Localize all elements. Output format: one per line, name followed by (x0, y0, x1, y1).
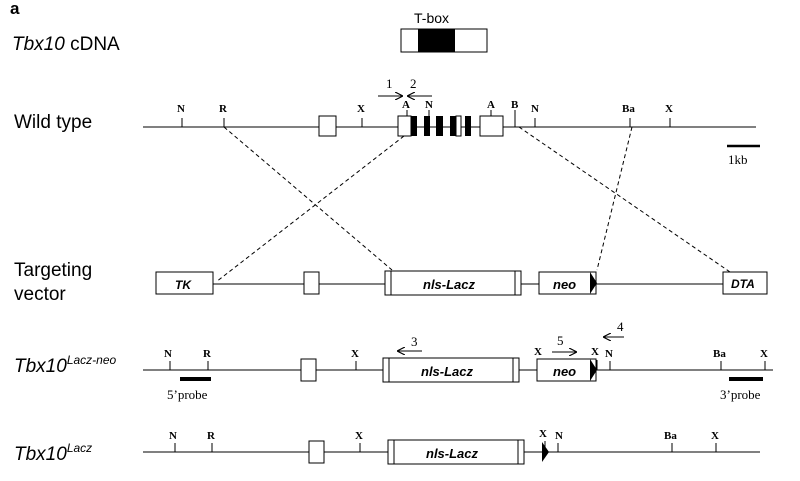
wild-type-label: Wild type (14, 112, 92, 133)
tbox-domain (418, 29, 455, 52)
site-label: X (760, 348, 768, 360)
lacz-sites: N R X X N Ba X (169, 428, 719, 442)
primer-2-label: 2 (410, 76, 417, 91)
wild-type-locus (143, 110, 756, 137)
lacz-neo-superscript: Lacz-neo (67, 353, 117, 367)
site-label: B (511, 99, 519, 111)
exon (465, 116, 471, 136)
exon (411, 116, 417, 136)
site-label: N (531, 103, 539, 115)
site-label: R (219, 103, 228, 115)
exon (303, 271, 320, 295)
primer-4-label: 4 (617, 319, 624, 334)
homology-lines (215, 126, 731, 283)
cdna-bar (400, 28, 488, 53)
dta-label: DTA (731, 277, 755, 291)
primer-1-label: 1 (386, 76, 393, 91)
scale-bar-label: 1kb (728, 152, 748, 167)
exon (450, 116, 456, 136)
5-prime-probe-bar (180, 377, 211, 381)
tk-label: TK (175, 278, 192, 292)
loxp-site (590, 359, 597, 381)
lacz-box (387, 439, 525, 465)
cdna-label: Tbx10 cDNA (12, 34, 120, 55)
lacz-box (384, 270, 522, 296)
lacz-neo-sites: N R X X X N Ba X (164, 346, 768, 360)
lacz-label: nls-Lacz (421, 364, 474, 379)
primer-3-label: 3 (411, 334, 418, 349)
targeting-vector-construct: TK nls-Lacz neo DTA (155, 270, 768, 296)
lacz-allele-label: Tbx10Lacz (14, 441, 92, 465)
site-label: N (164, 348, 172, 360)
lacz-label: nls-Lacz (423, 277, 476, 292)
lacz-box (382, 357, 520, 383)
loxp-site (542, 442, 549, 462)
exon (318, 115, 337, 137)
site-label: X (591, 346, 599, 358)
targeting-vector-label-1: Targeting (14, 260, 92, 281)
exon (397, 115, 412, 137)
site-label: X (539, 428, 547, 440)
5-prime-probe-label: 5’probe (167, 387, 208, 402)
exon (424, 116, 430, 136)
wild-type-sites: N R X A N A B N Ba X (177, 99, 673, 115)
neo-label: neo (553, 364, 576, 379)
site-label: X (534, 346, 542, 358)
site-label: N (169, 430, 177, 442)
exon (455, 115, 462, 137)
3-prime-probe-bar (729, 377, 763, 381)
site-label: X (357, 103, 365, 115)
cdna-suffix: cDNA (65, 34, 120, 55)
site-label: X (355, 430, 363, 442)
lacz-label: nls-Lacz (426, 446, 479, 461)
site-label: X (711, 430, 719, 442)
lacz-neo-allele-label: Tbx10Lacz-neo (14, 353, 117, 377)
site-label: A (402, 99, 410, 111)
exon (479, 115, 504, 137)
lacz-gene-name: Tbx10 (14, 444, 67, 465)
exon (436, 116, 443, 136)
dta-box (722, 271, 768, 295)
site-label: N (177, 103, 185, 115)
site-label: N (605, 348, 613, 360)
site-label: Ba (664, 430, 677, 442)
exon (308, 440, 325, 464)
site-label: N (425, 99, 433, 111)
lacz-locus: nls-Lacz (143, 439, 760, 465)
site-label: A (487, 99, 495, 111)
lacz-neo-locus: nls-Lacz neo (143, 357, 773, 383)
3-prime-probe-label: 3’probe (720, 387, 761, 402)
loxp-site (590, 272, 597, 294)
site-label: Ba (713, 348, 726, 360)
tbox-label: T-box (414, 10, 449, 26)
lacz-neo-gene-name: Tbx10 (14, 356, 67, 377)
primer-5-label: 5 (557, 333, 564, 348)
targeting-vector-label-2: vector (14, 284, 66, 305)
lacz-superscript: Lacz (67, 441, 92, 455)
site-label: X (351, 348, 359, 360)
neo-label: neo (553, 277, 576, 292)
cdna-gene-name: Tbx10 (12, 34, 65, 55)
exon (300, 358, 317, 382)
site-label: Ba (622, 103, 635, 115)
panel-letter: a (10, 0, 20, 18)
site-label: R (203, 348, 212, 360)
site-label: X (665, 103, 673, 115)
tk-box (155, 271, 214, 295)
site-label: R (207, 430, 216, 442)
site-label: N (555, 430, 563, 442)
